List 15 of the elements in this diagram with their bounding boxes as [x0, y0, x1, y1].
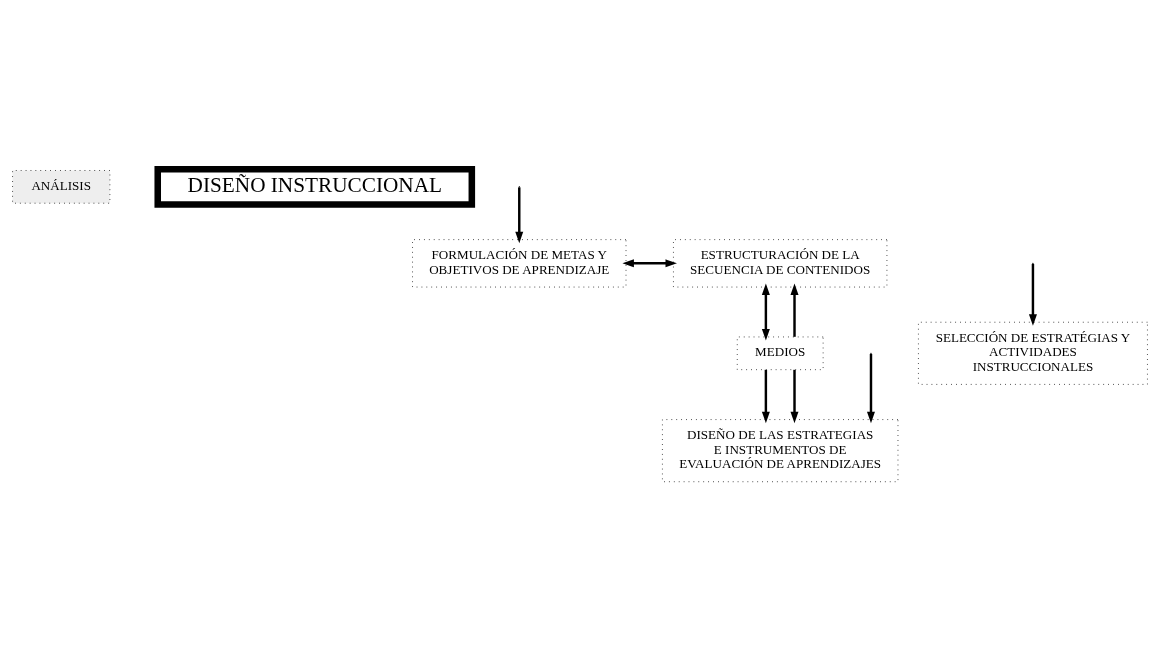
node-box: ANÁLISIS	[12, 169, 111, 204]
arrow	[790, 369, 799, 423]
arrow	[761, 369, 770, 423]
node-box: MEDIOS	[736, 336, 824, 370]
arrow	[761, 283, 770, 340]
node-box: FORMULACIÓN DE METAS Y OBJETIVOS DE APRENDIZAJE	[412, 238, 627, 287]
node-box: ESTRUCTURACIÓN DE LA SECUENCIA DE CONTENIDOS	[673, 238, 888, 287]
arrow	[1028, 263, 1037, 326]
arrow	[515, 186, 524, 243]
node-box: SELECCIÓN DE ESTRATÉGIAS Y ACTIVIDADES INSTRUCCIONALES	[918, 321, 1148, 385]
arrow	[622, 258, 677, 267]
arrow	[790, 283, 799, 337]
node-box: DISEÑO INSTRUCCIONAL	[154, 165, 476, 208]
node-box: DISEÑO DE LAS ESTRATEGIAS E INSTRUMENTOS DE EVALUACIÓN DE APRENDIZAJES	[662, 418, 899, 482]
arrow	[866, 353, 875, 423]
